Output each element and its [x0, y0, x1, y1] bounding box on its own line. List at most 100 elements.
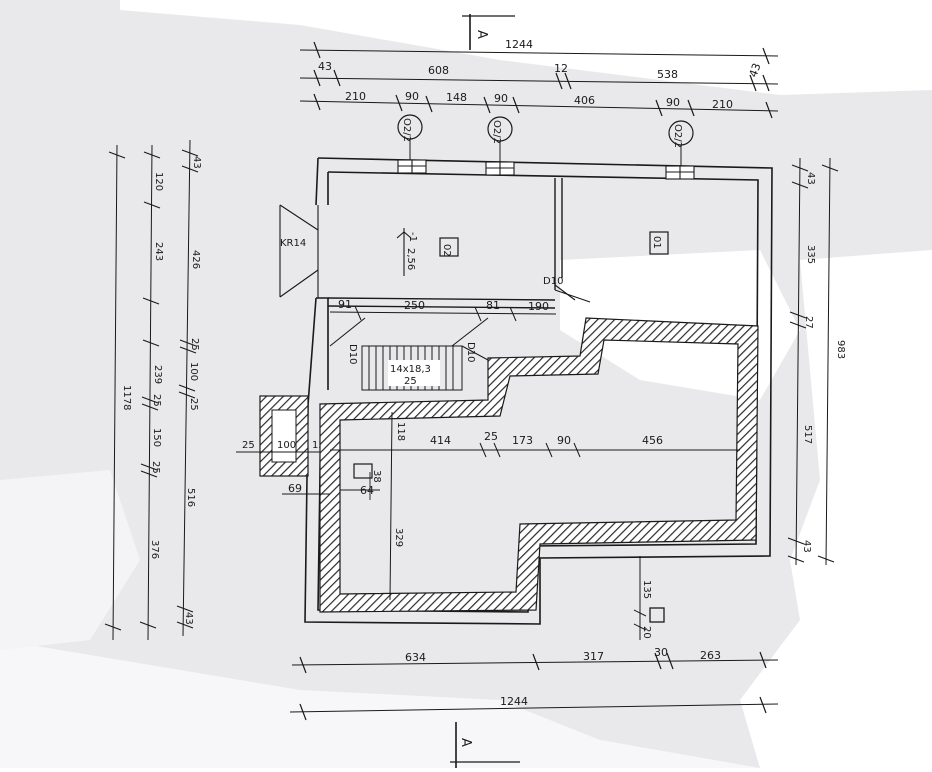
- interior-dim-line-upper: [329, 305, 557, 322]
- washed-area-right: [740, 250, 932, 768]
- svg-text:O2/2: O2/2: [491, 120, 502, 144]
- room-tag-02: 02: [439, 237, 459, 257]
- left-dim-c2-small-1: 25: [150, 461, 161, 474]
- bottom-dimensions: [289, 651, 779, 721]
- door-tag-d10-a: D10: [543, 276, 563, 287]
- left-dim-c2-0: 120: [153, 172, 164, 191]
- right-dim-4: 43: [801, 540, 812, 553]
- left-dim-c2-3: 150: [151, 428, 162, 447]
- right-dim-overall: 983: [835, 340, 846, 359]
- interior-dim-small-2: 69: [288, 482, 302, 495]
- top-dimensions: [299, 41, 779, 119]
- left-dim-c2-4: 376: [149, 540, 160, 559]
- stairs-label-bg: [388, 360, 440, 386]
- section-mark-bottom-label: A: [458, 738, 473, 747]
- door-d10-room01: [554, 284, 591, 303]
- left-dim-c3-1: 426: [190, 250, 201, 269]
- chimney: [259, 395, 309, 477]
- left-dim-c2-2: 239: [152, 365, 163, 384]
- left-dim-c2-1: 243: [153, 242, 164, 261]
- level-marker: [396, 228, 412, 276]
- left-dim-overall: 1178: [121, 385, 132, 410]
- section-mark-bottom: A: [450, 722, 520, 768]
- left-dim-c2-small-0: 25: [151, 394, 162, 407]
- door-tag-d10-c: D10: [465, 342, 476, 362]
- left-dim-c3-2: 100: [188, 362, 199, 381]
- left-dim-c3-small-0: 25: [189, 338, 200, 351]
- bottom-dim-r1-2: 30: [654, 646, 668, 659]
- partition-walls: [327, 178, 563, 309]
- top-dim-r3-4: 406: [574, 94, 595, 107]
- svg-text:O2/2: O2/2: [401, 118, 412, 142]
- left-dim-c3-4: 43: [183, 612, 194, 625]
- top-dim-overall: 1244: [505, 38, 533, 51]
- left-dimensions: [104, 139, 199, 641]
- interior-dim-upper-0: 91: [338, 298, 352, 311]
- left-dim-c3-3: 516: [185, 488, 196, 507]
- bottom-dim-r1-0: 634: [405, 651, 426, 664]
- top-dim-r3-0: 210: [345, 90, 366, 103]
- interior-dim-main-0: 414: [430, 434, 451, 447]
- section-mark-top: A: [462, 14, 515, 50]
- stairs-sub-label: 25: [404, 376, 417, 387]
- entrance-door: [279, 204, 319, 298]
- interior-dim-upper-1: 250: [404, 299, 425, 312]
- bottom-dim-r1-1: 317: [583, 650, 604, 663]
- door-tag-d10-b: D10: [347, 344, 358, 364]
- lower-right-dim-1: 20: [641, 626, 652, 639]
- right-dim-3: 517: [802, 425, 813, 444]
- interior-dim-main-4: 456: [642, 434, 663, 447]
- washed-area-bottom: [0, 640, 760, 768]
- svg-text:01: 01: [651, 236, 662, 249]
- top-dim-r3-6: 210: [712, 98, 733, 111]
- lower-right-dim-0: 135: [641, 580, 652, 599]
- interior-dim-upper-2: 81: [486, 299, 500, 312]
- wall-label-100: 100: [277, 440, 296, 451]
- left-dim-c3-0: 43: [191, 156, 202, 169]
- drain-square: [340, 463, 380, 500]
- hatched-wall: [319, 317, 759, 613]
- top-dim-r3-1: 90: [405, 90, 419, 103]
- top-dim-r2-3: 538: [657, 68, 678, 81]
- top-dim-r2-0: 43: [318, 60, 332, 73]
- window-tag-1: O2/2: [397, 114, 423, 162]
- svg-text:02: 02: [441, 244, 452, 257]
- right-dim-0: 43: [805, 172, 816, 185]
- right-dimensions: [787, 157, 839, 566]
- room-tag-01: 01: [649, 231, 669, 255]
- level-mark-value: 2,56: [405, 248, 416, 270]
- interior-dim-v-0: 118: [395, 422, 406, 441]
- window-tag-3: O2/2: [668, 120, 694, 166]
- wall-label-15: 15: [312, 440, 325, 451]
- interior-dim-main-1: 25: [484, 430, 498, 443]
- top-dim-r3-5: 90: [666, 96, 680, 109]
- windows: [397, 159, 695, 180]
- interior-dim-line-main: [330, 411, 740, 601]
- washed-area-top: [120, 0, 932, 95]
- interior-dim-main-3: 90: [557, 434, 571, 447]
- level-mark-minus: -1: [407, 232, 418, 242]
- bottom-dim-overall: 1244: [500, 695, 528, 708]
- lower-right-detail: [633, 556, 665, 640]
- section-mark-top-label: A: [474, 30, 489, 39]
- svg-text:O2/2: O2/2: [672, 124, 683, 148]
- top-dim-r3-2: 148: [446, 91, 467, 104]
- interior-dim-small-1: 64: [360, 484, 374, 497]
- window-tag-2: O2/2: [487, 116, 513, 162]
- bottom-dim-r1-3: 263: [700, 649, 721, 662]
- stairs-label: 14x18,3: [390, 364, 431, 375]
- right-dim-1: 335: [805, 245, 816, 264]
- left-dim-c3-small-1: 25: [188, 398, 199, 411]
- top-dim-r2-4: 43: [747, 61, 764, 79]
- interior-dim-v-1: 329: [393, 528, 404, 547]
- top-dim-r2-1: 608: [428, 64, 449, 77]
- top-dim-r2-2: 12: [554, 62, 568, 75]
- interior-dim-small-0: 38: [371, 470, 382, 483]
- stair-doors: [329, 317, 489, 347]
- right-dim-2: 27: [803, 316, 814, 329]
- interior-dim-upper-3: 190: [528, 300, 549, 313]
- interior-dim-main-2: 173: [512, 434, 533, 447]
